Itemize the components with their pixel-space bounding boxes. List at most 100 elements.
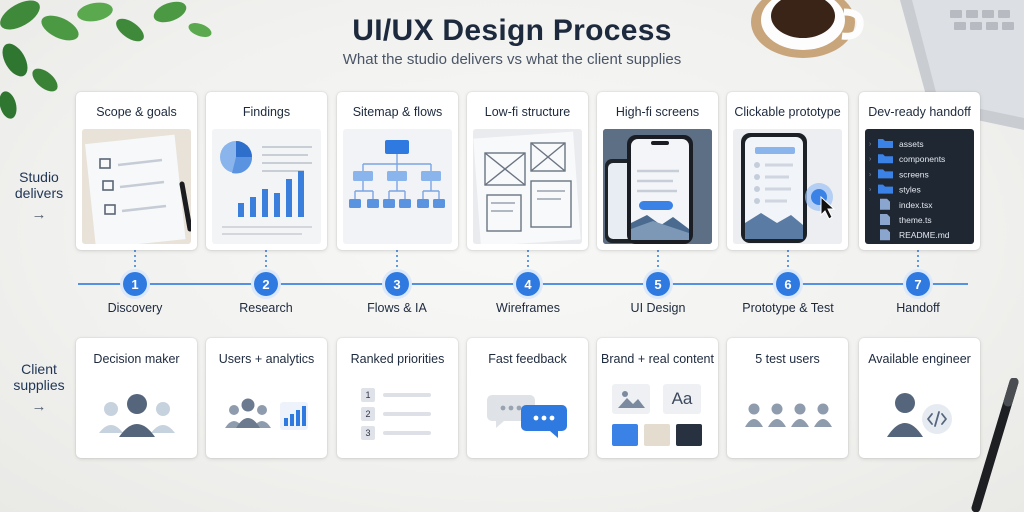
numbered-list-icon: 1 2 3 (337, 378, 458, 450)
typography-sample: Aa (663, 384, 701, 414)
deliverable-title: High-fi screens (615, 105, 700, 119)
priority-row-2: 2 (361, 407, 431, 421)
phone-screen-icon (603, 129, 712, 244)
input-card-5[interactable]: Brand + real content Aa (597, 338, 718, 458)
input-title: 5 test users (755, 352, 820, 366)
file-tree-label: index.tsx (899, 200, 933, 210)
deliverable-card-1[interactable]: Scope & goals (76, 92, 197, 250)
plant-decoration (0, 0, 212, 119)
deliverable-title: Findings (242, 105, 291, 119)
users-icon (727, 378, 848, 450)
folder-row: › styles (869, 184, 921, 195)
folder-icon (878, 139, 893, 148)
file-icon (880, 229, 890, 241)
folder-row: ›screens (869, 169, 929, 179)
input-title: Available engineer (868, 352, 971, 366)
stage-name-6: Prototype & Test (742, 301, 834, 315)
priority-number-1: 1 (361, 388, 375, 402)
brand-swatch-beige (644, 424, 670, 446)
priority-row-1: 1 (361, 388, 431, 402)
input-title: Fast feedback (488, 352, 567, 366)
input-card-1[interactable]: Decision maker (76, 338, 197, 458)
brand-swatch-blue (612, 424, 638, 446)
chevron-right-icon: › (869, 141, 872, 148)
chevron-right-icon: › (869, 187, 872, 194)
file-icon (880, 198, 890, 210)
deliverable-card-6[interactable]: Clickable prototype (727, 92, 848, 250)
code-folder-icon: › assets › components ›screens › styles index.t… (865, 129, 974, 244)
file-row: README.md (880, 229, 950, 241)
deliverable-title: Low-fi structure (484, 105, 571, 119)
step-5-node: 5 (646, 272, 670, 296)
brand-assets-icon: Aa (597, 378, 718, 450)
row-label-studio-text: Studio delivers (14, 169, 64, 201)
priority-bar (383, 412, 431, 416)
stage-name-4: Wireframes (496, 301, 560, 315)
input-title: Brand + real content (601, 352, 714, 366)
step-2-node: 2 (254, 272, 278, 296)
deliverable-card-7[interactable]: Dev-ready handoff ›assets›components›scr… (859, 92, 980, 250)
file-tree-label: assets (899, 139, 924, 149)
input-card-2[interactable]: Users + analytics (206, 338, 327, 458)
file-tree-label: styles (899, 185, 921, 195)
folder-icon (878, 184, 893, 194)
file-tree-label: screens (899, 169, 929, 179)
stage-name-5: UI Design (630, 301, 686, 315)
step-3-node: 3 (385, 272, 409, 296)
page-subtitle: What the studio delivers vs what the cli… (342, 51, 682, 68)
folder-icon (878, 154, 893, 164)
developer-icon (859, 378, 980, 450)
deliverable-title: Sitemap & flows (352, 105, 443, 119)
brand-swatch-dark (676, 424, 702, 446)
user-group-icon (76, 378, 197, 450)
chat-bubbles-icon (467, 378, 588, 450)
wireframe-icon (473, 129, 582, 244)
step-4-node: 4 (516, 272, 540, 296)
priority-bar (383, 431, 431, 435)
input-card-6[interactable]: 5 test users (727, 338, 848, 458)
file-tree-label: components (899, 154, 945, 164)
cursor-click-icon (733, 129, 842, 244)
input-card-4[interactable]: Fast feedback (467, 338, 588, 458)
chevron-right-icon: › (869, 156, 872, 163)
priority-row-3: 3 (361, 426, 431, 440)
step-7-node: 7 (906, 272, 930, 296)
file-tree-label: theme.ts (899, 215, 932, 225)
checklist-icon (82, 129, 191, 244)
priority-number-3: 3 (361, 426, 375, 440)
step-1-node: 1 (123, 272, 147, 296)
row-label-client: Client supplies → (8, 361, 70, 415)
arrow-right-icon: → (31, 206, 47, 223)
bar-chart-icon (206, 378, 327, 450)
stage-name-3: Flows & IA (367, 301, 427, 315)
file-icon (880, 214, 890, 225)
stage-name-7: Handoff (896, 301, 940, 315)
input-title: Users + analytics (218, 352, 315, 366)
sitemap-icon (343, 129, 452, 244)
input-title: Decision maker (93, 352, 180, 366)
deliverable-title: Scope & goals (96, 105, 177, 119)
image-placeholder-icon (612, 384, 650, 414)
deliverable-card-3[interactable]: Sitemap & flows (337, 92, 458, 250)
coffee-cup-decoration (751, 0, 864, 58)
input-card-7[interactable]: Available engineer (859, 338, 980, 458)
file-tree-label: README.md (899, 230, 950, 240)
deliverable-title: Clickable prototype (734, 105, 841, 119)
step-6-node: 6 (776, 272, 800, 296)
deliverable-card-2[interactable]: Findings (206, 92, 327, 250)
folder-row: › assets (869, 139, 924, 149)
row-label-client-text: Client supplies (13, 361, 65, 393)
input-title: Ranked priorities (350, 352, 445, 366)
page-title: UI/UX Design Process (352, 14, 672, 47)
deliverable-card-5[interactable]: High-fi screens (597, 92, 718, 250)
folder-icon (878, 169, 893, 179)
row-label-studio: Studio delivers → (8, 169, 70, 223)
file-row: index.tsx (880, 198, 933, 210)
analytics-chart-icon (212, 129, 321, 244)
folder-row: › components (869, 154, 945, 164)
pen-decoration (971, 378, 1019, 512)
input-card-3[interactable]: Ranked priorities 1 2 3 (337, 338, 458, 458)
deliverable-card-4[interactable]: Low-fi structure (467, 92, 588, 250)
deliverable-title: Dev-ready handoff (868, 105, 971, 119)
stage-name-1: Discovery (107, 301, 163, 315)
